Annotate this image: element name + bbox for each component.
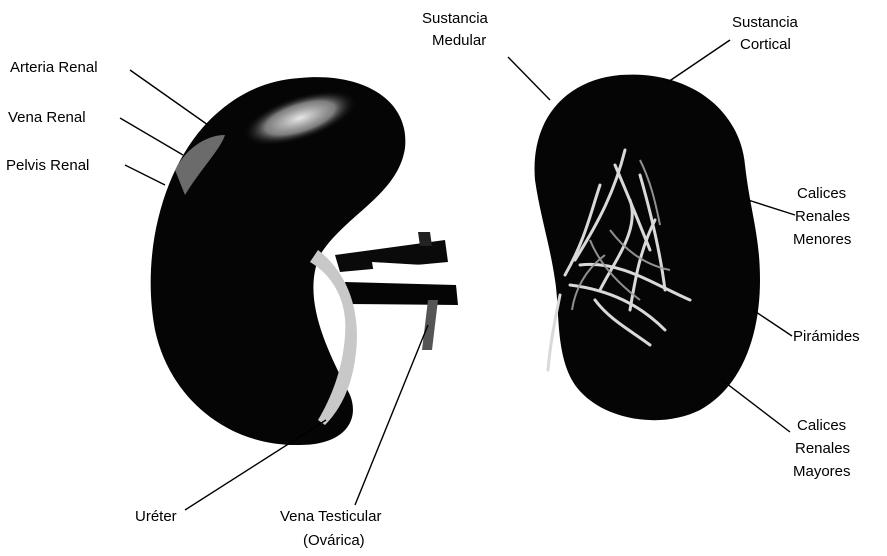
leader-pelvis-renal: [125, 165, 165, 185]
label-calices-mayores-line1: Calices: [797, 417, 846, 434]
label-sustancia-medular-line1: Sustancia: [422, 10, 489, 27]
label-vena-testicular-line1: Vena Testicular: [280, 508, 381, 525]
leader-vena-testicular: [355, 325, 428, 505]
renal-artery: [372, 262, 440, 280]
leader-calices-mayores: [722, 380, 790, 432]
label-calices-mayores-line3: Mayores: [793, 463, 851, 480]
renal-vein-2: [345, 282, 458, 305]
vessel-stub: [418, 232, 432, 246]
label-sustancia-cortical-line1: Sustancia: [732, 14, 799, 31]
label-sustancia-cortical-line2: Cortical: [740, 36, 791, 53]
right-kidney: [535, 75, 760, 421]
label-arteria-renal: Arteria Renal: [10, 59, 98, 76]
label-piramides: Pirámides: [793, 328, 860, 345]
label-calices-mayores-line2: Renales: [795, 440, 850, 457]
label-vena-testicular-line2: (Ovárica): [303, 532, 365, 549]
leader-arteria-renal: [130, 70, 208, 125]
testicular-vein-tube: [422, 300, 438, 350]
label-ureter: Uréter: [135, 508, 177, 525]
leader-sustancia-cortical: [668, 40, 730, 82]
label-calices-menores-line2: Renales: [795, 208, 850, 225]
label-calices-menores-line3: Menores: [793, 231, 851, 248]
label-calices-menores-line1: Calices: [797, 185, 846, 202]
leader-vena-renal: [120, 118, 183, 155]
left-kidney: [151, 77, 458, 445]
leader-calices-menores: [748, 200, 795, 215]
label-vena-renal: Vena Renal: [8, 109, 86, 126]
leader-piramides: [753, 310, 792, 336]
label-sustancia-medular-line2: Medular: [432, 32, 486, 49]
label-pelvis-renal: Pelvis Renal: [6, 157, 89, 174]
right-kidney-body: [535, 75, 760, 421]
leader-sustancia-medular: [508, 57, 550, 100]
